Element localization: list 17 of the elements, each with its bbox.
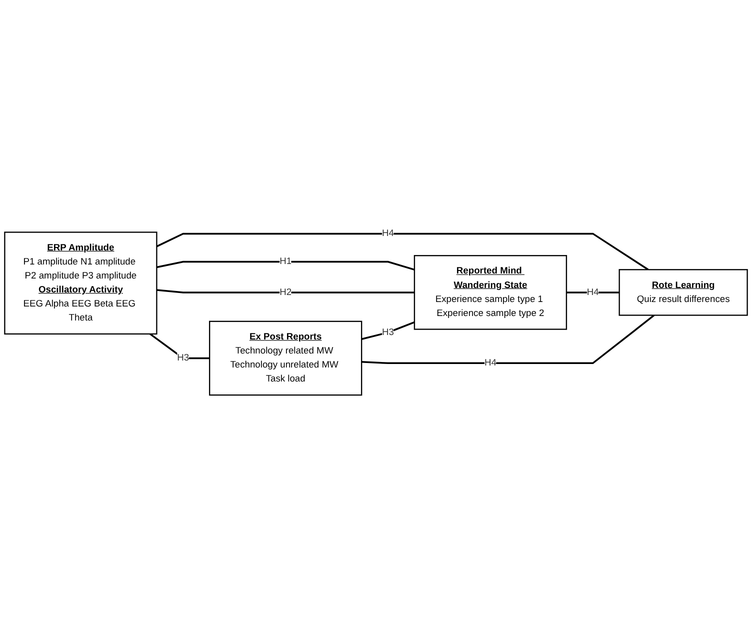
edge-label: H3: [382, 326, 394, 337]
edge-label: H3: [177, 352, 190, 363]
node-box: Reported Mind Wandering State Experience sample type 1 Experience sample type 2: [414, 254, 568, 330]
node-box: ERP Amplitude P1 amplitude N1 amplitude P2 amplitude P3 amplitude Oscillatory Activity EEG Alpha EEG Beta EEG Theta: [4, 231, 158, 334]
edge-label: H4: [484, 358, 496, 368]
node-box: Rote Learning Quiz result differences: [618, 268, 748, 316]
connector: [156, 232, 649, 270]
connector: [362, 314, 655, 364]
node-box: Ex Post Reports Technology related MW Technology unrelated MW Task load: [209, 320, 362, 396]
connector: [156, 260, 415, 270]
connector: [361, 320, 415, 340]
edge-label: H1: [280, 256, 292, 266]
edge-label: H2: [280, 286, 292, 297]
connector: [156, 288, 414, 293]
edge-label: H4: [586, 286, 599, 297]
connector: [150, 332, 210, 359]
edge-label: H4: [382, 228, 394, 238]
